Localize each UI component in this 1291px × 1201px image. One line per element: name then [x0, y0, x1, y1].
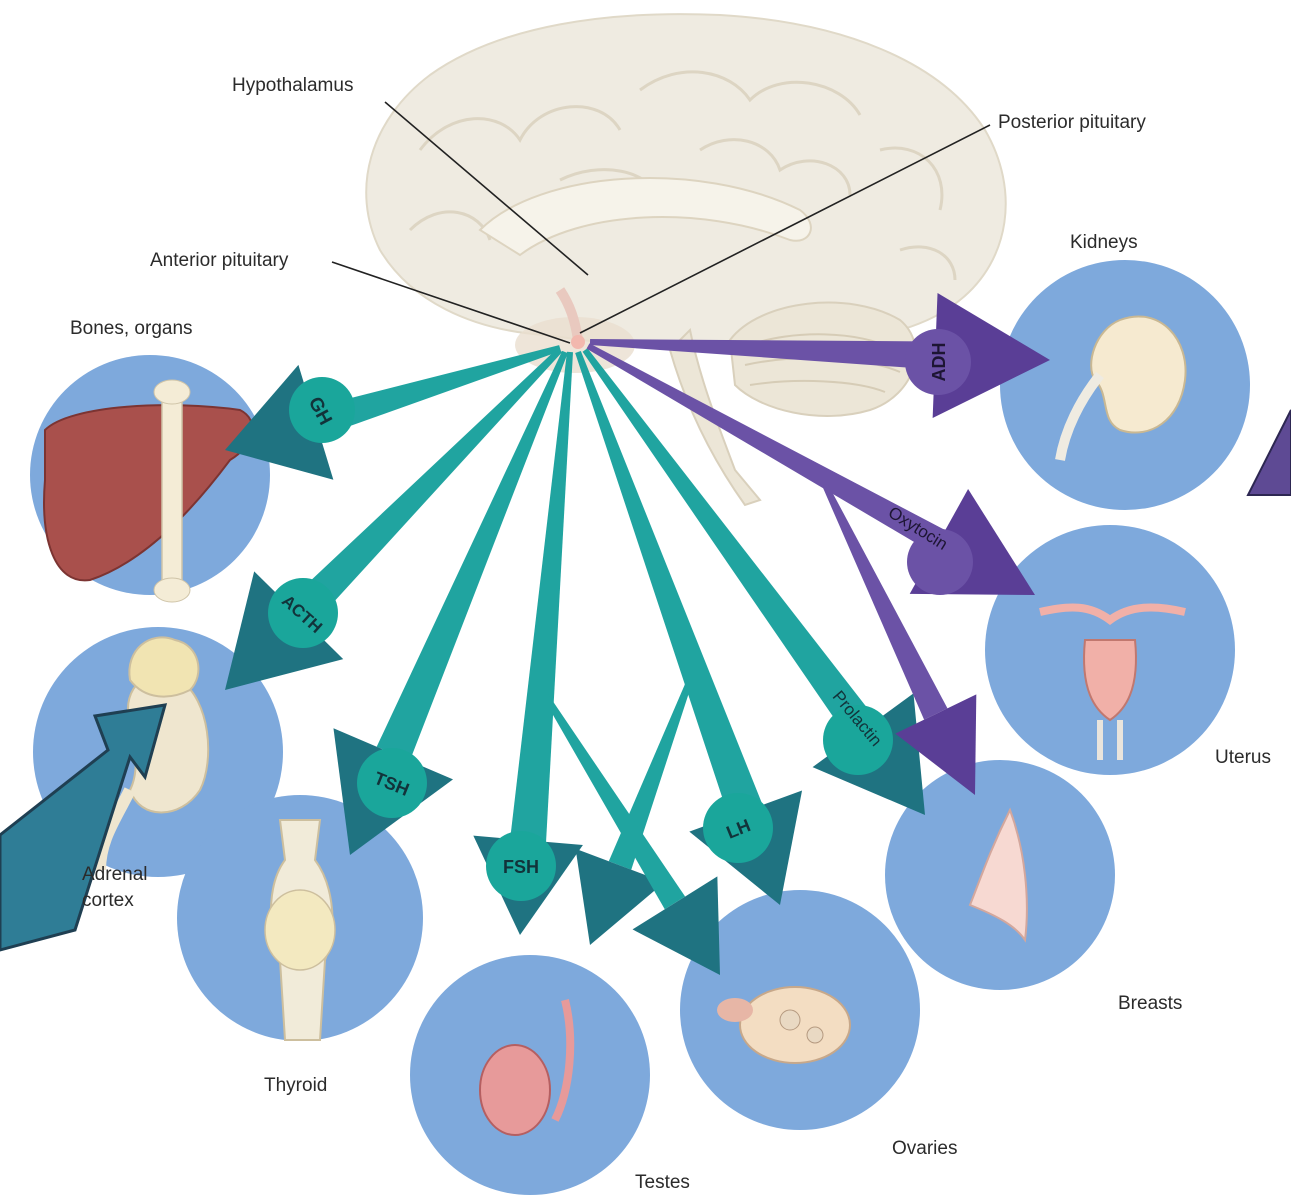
pituitary-gland: [571, 335, 585, 349]
organ-circles: [30, 260, 1250, 1195]
kidneys-label: Kidneys: [1070, 232, 1138, 254]
adh-badge: ADH: [905, 329, 971, 395]
fsh-arrow-shaft: [510, 352, 573, 842]
anterior-pituitary-label: Anterior pituitary: [150, 250, 288, 272]
posterior-pituitary-label: Posterior pituitary: [998, 112, 1146, 134]
testes-label: Testes: [635, 1172, 690, 1194]
uterus-label: Uterus: [1215, 747, 1271, 769]
gh-badge: GH: [289, 377, 355, 443]
breasts-label: Breasts: [1118, 993, 1182, 1015]
brain-illustration: [366, 14, 1006, 505]
adh-label: ADH: [929, 343, 949, 382]
acth-badge: ACTH: [268, 578, 338, 648]
thyroid-label: Thyroid: [264, 1075, 327, 1097]
overlay-right-arrow: [1248, 410, 1291, 495]
tsh-badge: TSH: [357, 748, 427, 818]
bones-organs-label: Bones, organs: [70, 318, 193, 340]
fsh-badge: FSH: [486, 831, 556, 901]
adrenal-label-line1: Adrenal: [82, 864, 148, 885]
fsh-label: FSH: [503, 857, 539, 877]
adrenal-cortex-label: Adrenal cortex: [82, 862, 148, 914]
adrenal-label-line2: cortex: [82, 890, 134, 911]
ovaries-label: Ovaries: [892, 1138, 957, 1160]
testes-branch-arrow-shaft: [609, 679, 693, 870]
partial-overlay-text: e: [0, 1115, 22, 1160]
hypothalamus-label: Hypothalamus: [232, 75, 353, 97]
lh-badge: LH: [703, 793, 773, 863]
